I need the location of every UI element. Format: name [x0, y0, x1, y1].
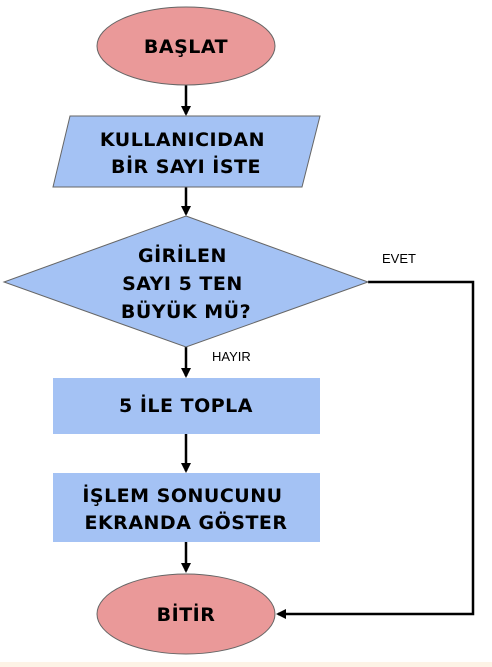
start-terminal-label: BAŞLAT	[144, 36, 228, 58]
decision-label-line-2: SAYI 5 TEN	[122, 273, 243, 295]
input-label-line-1: KULLANICIDAN	[100, 129, 265, 151]
decision-diamond-label: GİRİLEN SAYI 5 TEN BÜYÜK MÜ?	[121, 243, 251, 323]
end-terminal-label: BİTİR	[157, 602, 216, 626]
decision-diamond-shape	[2, 215, 370, 348]
edge-decision-yes-to-end	[276, 280, 475, 619]
add-process-label: 5 İLE TOPLA	[119, 393, 253, 417]
yes-branch-label: EVET	[382, 251, 416, 266]
input-label-line-2: BİR SAYI İSTE	[111, 154, 261, 178]
end-terminal-shape	[96, 573, 276, 655]
show-process-shape	[53, 473, 320, 542]
show-process-label: İŞLEM SONUCUNU EKRANDA GÖSTER	[82, 483, 289, 534]
decision-label-line-3: BÜYÜK MÜ?	[121, 299, 251, 323]
show-label-line-2: EKRANDA GÖSTER	[84, 510, 287, 534]
input-parallelogram-label: KULLANICIDAN BİR SAYI İSTE	[100, 129, 272, 178]
decision-label-line-1: GİRİLEN	[138, 243, 227, 267]
bottom-strip	[0, 662, 492, 667]
show-label-line-1: İŞLEM SONUCUNU	[82, 483, 282, 507]
start-terminal-shape	[96, 6, 276, 86]
add-process-shape	[53, 378, 320, 434]
no-branch-label: HAYIR	[212, 349, 251, 364]
input-parallelogram-shape	[52, 115, 321, 188]
